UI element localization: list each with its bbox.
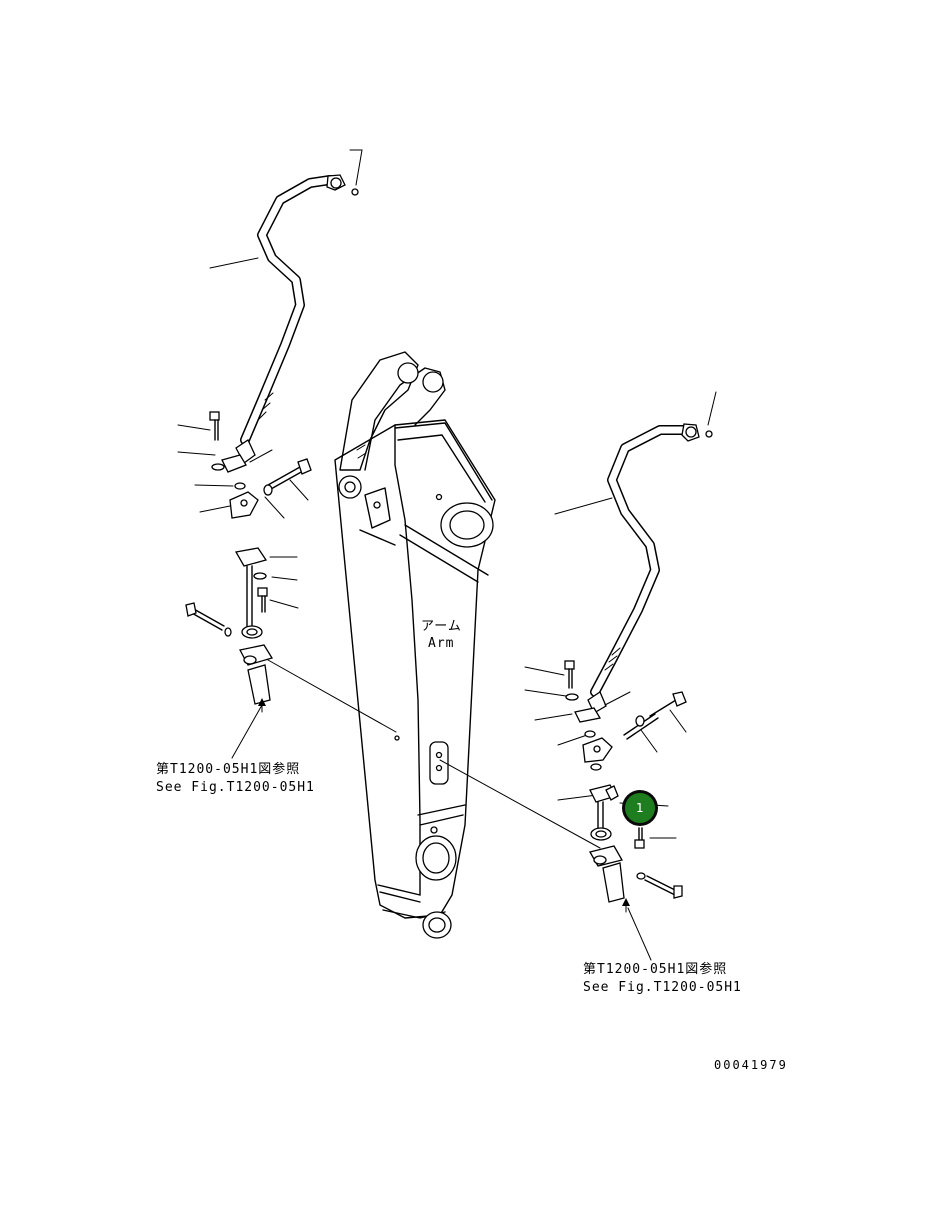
left-ref-jp: 第T1200-05H1図参照 (156, 761, 300, 777)
left-ref-en: See Fig.T1200-05H1 (156, 780, 315, 795)
right-hardware (439, 660, 687, 961)
left-leaders (177, 149, 363, 609)
left-hardware (185, 411, 400, 759)
callout-1[interactable]: 1 (622, 790, 658, 826)
left-hose (235, 174, 346, 464)
drawing-number: 00041979 (714, 1058, 788, 1072)
right-ref-en: See Fig.T1200-05H1 (583, 980, 742, 995)
right-hose (587, 423, 700, 714)
right-ref-jp: 第T1200-05H1図参照 (583, 961, 727, 977)
arm-label-jp: アーム (421, 619, 462, 634)
callout-number: 1 (636, 801, 644, 815)
arm-body (334, 351, 496, 939)
arm-label-en: Arm (428, 636, 454, 651)
